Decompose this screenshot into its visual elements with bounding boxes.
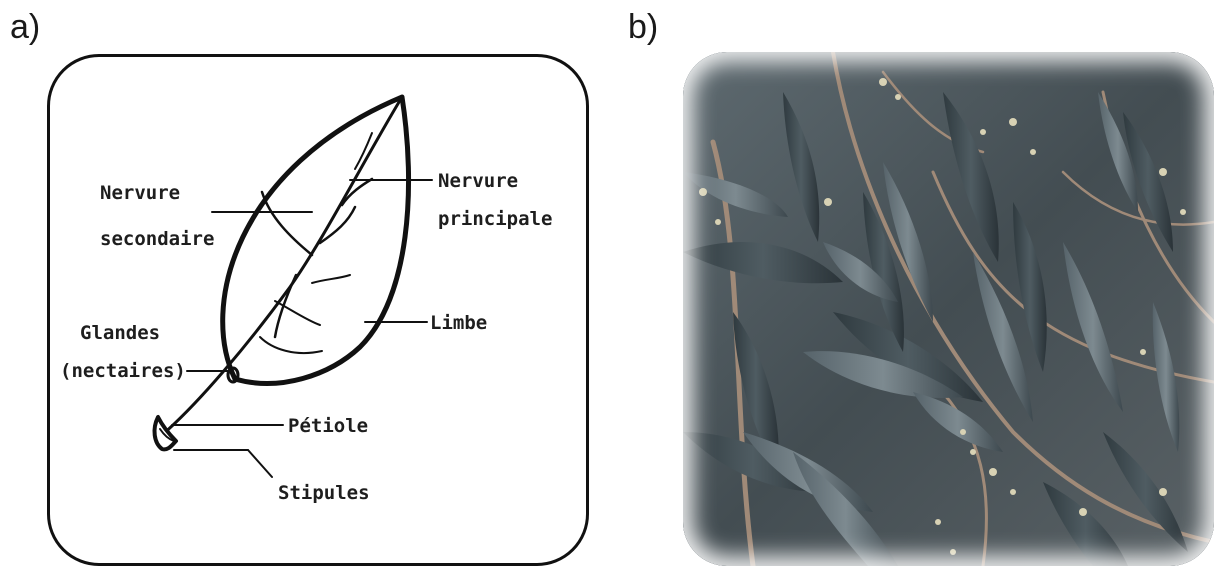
label-petiole: Pétiole [288, 415, 368, 437]
flower-bud [879, 78, 887, 86]
flower-bud [980, 129, 986, 135]
flower-bud [989, 468, 997, 476]
secondary-vein [312, 275, 350, 283]
label-limbe: Limbe [430, 312, 487, 334]
label-nervure-secondaire-line2: secondaire [100, 228, 214, 250]
flower-bud [715, 219, 721, 225]
panel-a-label: a) [10, 10, 40, 44]
flower-bud [970, 449, 976, 455]
label-nervure-principale-line2: principale [438, 208, 552, 230]
flower-bud [1010, 489, 1016, 495]
stipule-shape [155, 417, 176, 449]
flower-bud [1009, 118, 1017, 126]
leaf-diagram-frame: Nervure secondaire Nervure principale Gl… [47, 54, 589, 566]
secondary-vein [262, 192, 312, 255]
label-glandes-line2: (nectaires) [60, 360, 186, 382]
flower-bud [1159, 488, 1167, 496]
leaf-diagram: Nervure secondaire Nervure principale Gl… [50, 57, 586, 563]
flower-bud [1180, 209, 1186, 215]
flower-bud [950, 549, 956, 555]
olive-branch-photo [683, 52, 1214, 566]
flower-bud [699, 188, 707, 196]
label-nervure-secondaire-line1: Nervure [100, 182, 180, 204]
label-stipules: Stipules [278, 482, 370, 504]
flower-bud [935, 519, 941, 525]
callout-line-stipules-b [248, 450, 272, 477]
flower-bud [1159, 168, 1167, 176]
panel-b-label: b) [628, 10, 658, 44]
secondary-vein [260, 337, 322, 353]
flower-bud [1079, 508, 1087, 516]
olive-foliage-illustration [683, 52, 1214, 566]
flower-bud [960, 429, 966, 435]
flower-bud [1030, 149, 1036, 155]
label-glandes-line1: Glandes [80, 322, 160, 344]
flower-bud [1140, 349, 1146, 355]
label-nervure-principale-line1: Nervure [438, 170, 518, 192]
flower-bud [895, 94, 901, 100]
flower-bud [824, 198, 832, 206]
